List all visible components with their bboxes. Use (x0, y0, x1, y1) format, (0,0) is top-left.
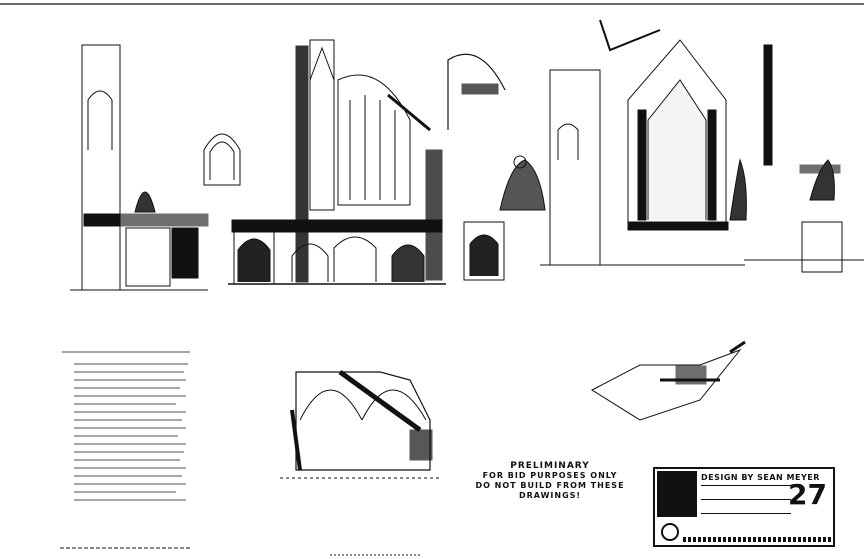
stamp-title: PRELIMINARY (510, 461, 590, 471)
title-rule (701, 485, 791, 486)
section-detail-top (447, 19, 661, 130)
elevation-left-panel (70, 44, 209, 291)
elevation-side-figure (463, 155, 546, 281)
window-elevation-small (203, 133, 241, 186)
stamp-subtitle: FOR BID PURPOSES ONLY (482, 471, 618, 480)
elevation-canopy (540, 39, 747, 266)
elevation-main (228, 39, 446, 285)
designer-credit: DESIGN BY SEAN MEYER (701, 473, 820, 482)
title-block-mark (657, 471, 697, 517)
logo-icon (661, 523, 679, 541)
elevation-right-edge (744, 44, 864, 273)
floor-plan (280, 369, 440, 479)
sheet-number: 27 (788, 478, 827, 511)
title-rule (701, 513, 791, 514)
title-block-strip (683, 537, 831, 542)
stamp-warning: DO NOT BUILD FROM THESE DRAWINGS! (475, 481, 625, 500)
title-block: DESIGN BY SEAN MEYER 27 (653, 467, 835, 547)
bottom-edge-marks (60, 547, 420, 556)
preliminary-stamp: PRELIMINARY FOR BID PURPOSES ONLY DO NOT… (456, 461, 644, 501)
notes-block (62, 351, 190, 501)
title-rule (701, 499, 791, 500)
plan-detail (590, 340, 746, 421)
